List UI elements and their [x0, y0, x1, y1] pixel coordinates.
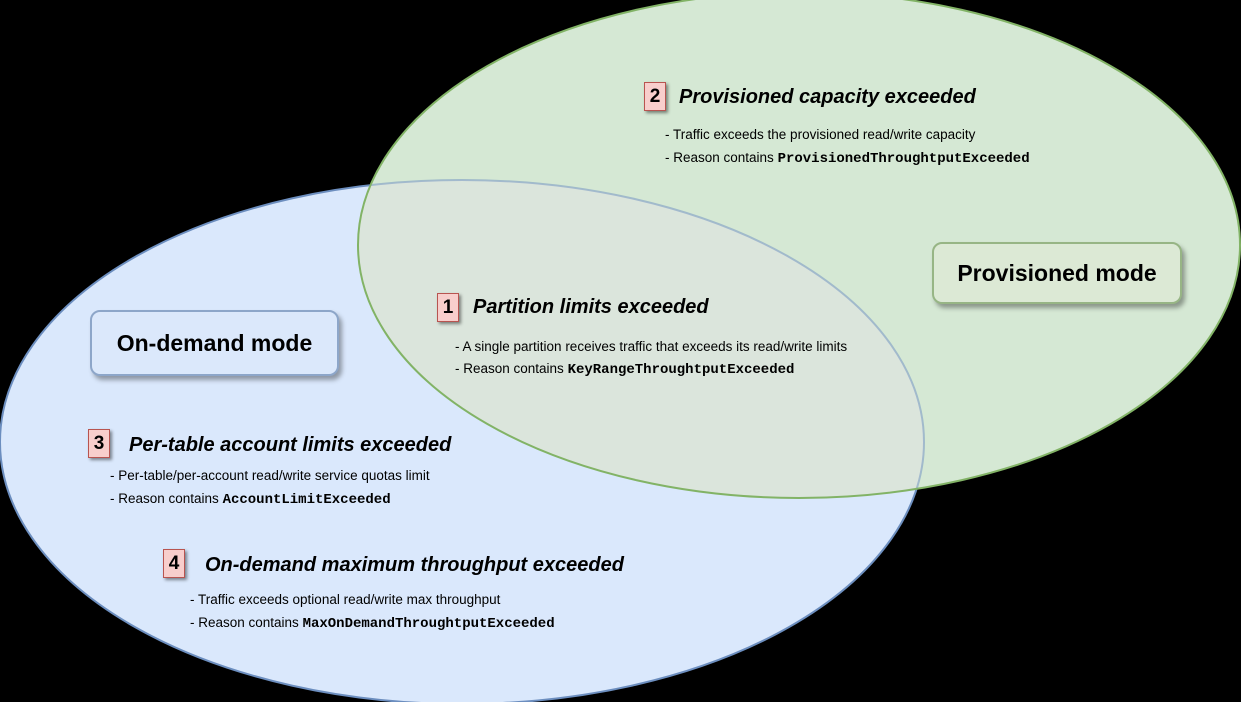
- item-3-bullet-1-text: - Per-table/per-account read/write servi…: [110, 468, 430, 483]
- item-1-bullet-2-text: - Reason contains: [455, 361, 568, 376]
- provisioned-ellipse-outline: [357, 0, 1241, 499]
- item-1-bullet-2: - Reason contains KeyRangeThroughtputExc…: [455, 359, 794, 380]
- on-demand-edge-in-overlap: [358, 179, 925, 498]
- item-2-bullet-2-text: - Reason contains: [665, 150, 778, 165]
- provisioned-mode-label: Provisioned mode: [932, 242, 1182, 304]
- item-2-error-code: ProvisionedThroughtputExceeded: [777, 151, 1030, 167]
- item-1-bullet-1-text: - A single partition receives traffic th…: [455, 339, 848, 354]
- item-1-bullet-1: - A single partition receives traffic th…: [455, 337, 847, 357]
- item-4-bullet-1: - Traffic exceeds optional read/write ma…: [190, 590, 500, 610]
- item-4-error-code: MaxOnDemandThroughtputExceeded: [302, 616, 555, 632]
- item-3-number-badge: 3: [88, 429, 110, 458]
- item-2-title: Provisioned capacity exceeded: [679, 86, 976, 108]
- item-1-number-badge: 1: [437, 293, 459, 322]
- item-4-bullet-2-text: - Reason contains: [190, 615, 303, 630]
- item-1-title: Partition limits exceeded: [473, 296, 709, 318]
- item-3-bullet-2-text: - Reason contains: [110, 491, 223, 506]
- item-3-bullet-2: - Reason contains AccountLimitExceeded: [110, 489, 391, 510]
- item-2-bullet-1-text: - Traffic exceeds the provisioned read/w…: [665, 127, 976, 142]
- item-4-number-badge: 4: [163, 549, 185, 578]
- item-3-error-code: AccountLimitExceeded: [222, 492, 391, 508]
- item-4-bullet-2: - Reason contains MaxOnDemandThroughtput…: [190, 613, 555, 634]
- item-2-number-badge: 2: [644, 82, 666, 111]
- item-2-bullet-1: - Traffic exceeds the provisioned read/w…: [665, 125, 975, 145]
- item-3-bullet-1: - Per-table/per-account read/write servi…: [110, 466, 430, 486]
- item-4-title: On-demand maximum throughput exceeded: [205, 554, 624, 576]
- item-1-error-code: KeyRangeThroughtputExceeded: [567, 362, 795, 378]
- item-2-bullet-2: - Reason contains ProvisionedThroughtput…: [665, 148, 1030, 169]
- item-3-title: Per-table account limits exceeded: [129, 434, 452, 456]
- on-demand-mode-label: On-demand mode: [90, 310, 339, 376]
- item-4-bullet-1-text: - Traffic exceeds optional read/write ma…: [190, 592, 501, 607]
